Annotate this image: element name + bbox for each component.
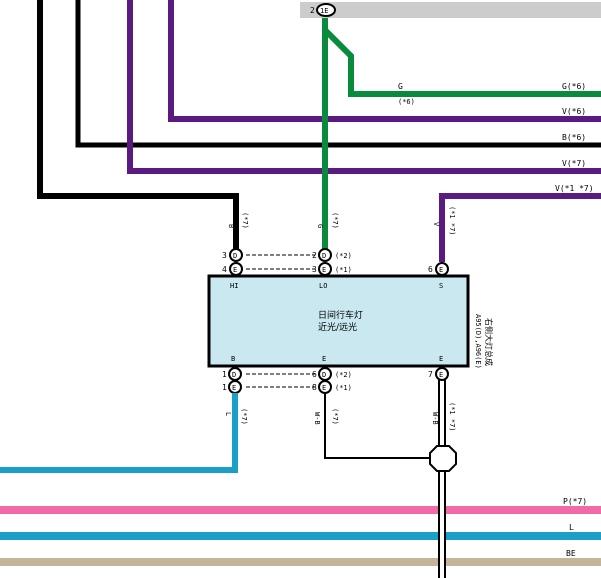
- wire-green-g: [322, 18, 601, 250]
- module-pin-e1: E: [322, 355, 326, 363]
- top-connector: [316, 3, 336, 17]
- conn-bot-pin-3: 6: [312, 370, 317, 379]
- wb-vert-note: (*7): [331, 408, 339, 425]
- conn-bot-code-1: D: [232, 371, 236, 379]
- l-vert-note: (*7): [240, 408, 248, 425]
- wire-wb-e: [324, 393, 430, 459]
- conn-top-pin-2: 4: [222, 265, 227, 274]
- conn-bot-code-5: E: [439, 371, 443, 379]
- conn-bot-code-4: E: [322, 384, 326, 392]
- conn-bot-code-3: D: [322, 371, 326, 379]
- conn-top-pin-4: 3: [312, 265, 317, 274]
- wire-black-main: [37, 0, 239, 250]
- b6-label: B(*6): [562, 133, 586, 142]
- conn-top-code-1: D: [233, 252, 237, 260]
- conn-top-code-3: D: [322, 252, 326, 260]
- e-vert-color: W-B: [431, 412, 439, 425]
- module-pin-e2: E: [439, 355, 443, 363]
- conn-bot-pin-5: 7: [428, 370, 433, 379]
- l-vert-color: L: [224, 412, 232, 416]
- header-band: [300, 2, 601, 18]
- g-wire-label: G: [398, 82, 403, 91]
- conn-bot-note-4: (*1): [335, 384, 352, 392]
- module-title: 日间行车灯: [318, 309, 363, 321]
- conn-top-3: [318, 248, 332, 262]
- module-pin-b: B: [231, 355, 235, 363]
- module-pin-hi: HI: [230, 282, 238, 290]
- conn-top-note-3: (*2): [335, 252, 352, 260]
- b-vert-note: (*7): [241, 212, 249, 229]
- ground-gap: [438, 500, 446, 578]
- conn-top-note-4: (*1): [335, 266, 352, 274]
- p7-label: P(*7): [563, 497, 587, 506]
- module-name: 右侧大灯总成: [484, 318, 494, 366]
- conn-top-code-2: E: [233, 266, 237, 274]
- top-connector-pin: 2: [310, 6, 315, 15]
- wb-vert-color: W-B: [313, 412, 321, 425]
- g6-label: G(*6): [562, 82, 586, 91]
- conn-top-pin-1: 3: [222, 251, 227, 260]
- b-vert-color: B: [227, 224, 235, 228]
- wire-black-b6: [75, 0, 601, 148]
- module-pin-s: S: [439, 282, 443, 290]
- wire-purple-v7: [127, 0, 601, 174]
- conn-bot-code-2: E: [232, 384, 236, 392]
- wire-purple-v-s: [439, 193, 601, 262]
- conn-top-code-4: E: [322, 266, 326, 274]
- conn-bot-pin-4: 8: [312, 383, 317, 392]
- conn-bot-note-3: (*2): [335, 371, 352, 379]
- module-subtitle: 近光/远光: [318, 321, 357, 333]
- v-vert-note: (*1 *7): [448, 206, 456, 236]
- g-vert-color: G: [316, 224, 324, 228]
- be-label: BE: [566, 549, 576, 558]
- wire-purple-v6: [168, 0, 601, 122]
- wire-cyan-l: [0, 393, 238, 473]
- conn-top-code-5: E: [439, 266, 443, 274]
- e-vert-note: (*1 *7): [448, 402, 456, 432]
- conn-top-pin-5: 6: [428, 265, 433, 274]
- g-wire-note: (*6): [398, 98, 415, 106]
- conn-bot-5: [435, 367, 449, 381]
- module-ref: A95(D),A96(E): [474, 314, 482, 369]
- conn-bot-pin-2: 1: [222, 383, 227, 392]
- top-connector-code: 1E: [320, 7, 328, 15]
- l-label: L: [569, 523, 574, 532]
- conn-top-pin-3: 2: [312, 251, 317, 260]
- v7-label: V(*7): [562, 159, 586, 168]
- module-pin-lo: LO: [319, 282, 327, 290]
- v-vert-color: V: [432, 222, 440, 227]
- v17-label: V(*1 *7): [555, 184, 594, 193]
- conn-top-1: [229, 248, 243, 262]
- splice-point: [429, 445, 457, 472]
- conn-bot-pin-1: 1: [222, 370, 227, 379]
- drl-module: [207, 274, 470, 368]
- wire-wb-ground-lower: [438, 470, 446, 578]
- g-vert-note: (*7): [331, 212, 339, 229]
- v6-label: V(*6): [562, 107, 586, 116]
